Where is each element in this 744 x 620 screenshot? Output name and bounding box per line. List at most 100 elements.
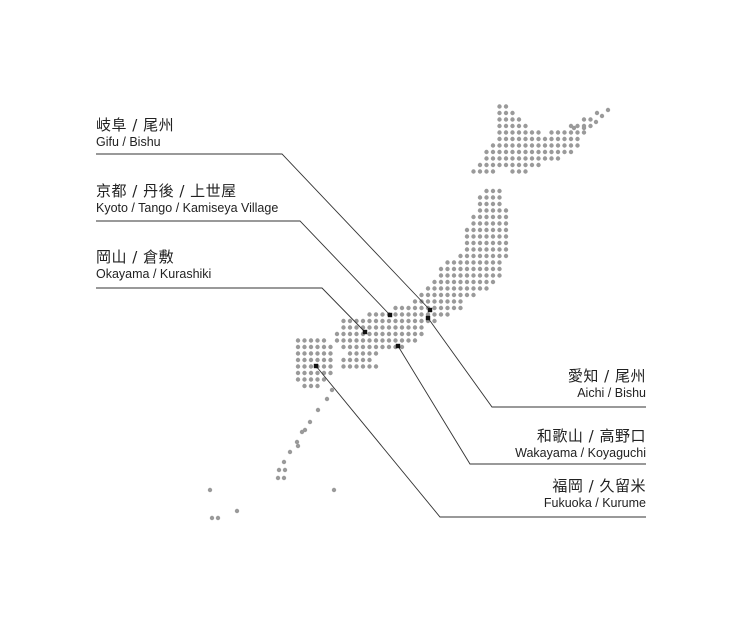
- map-dot: [380, 318, 385, 324]
- map-dot: [432, 279, 437, 285]
- map-dot: [458, 260, 463, 265]
- map-dot: [562, 130, 567, 135]
- map-dot: [347, 331, 353, 337]
- map-dot: [484, 162, 489, 168]
- map-dot: [295, 364, 301, 369]
- map-dot: [516, 143, 522, 148]
- map-dot: [321, 344, 327, 350]
- map-dot: [315, 377, 320, 382]
- map-dot: [484, 169, 489, 174]
- map-dot: [503, 143, 509, 148]
- map-dot: [399, 338, 405, 343]
- map-dot: [471, 279, 476, 285]
- map-dot: [503, 136, 509, 142]
- island-dot: [329, 387, 335, 393]
- map-dot: [315, 383, 320, 389]
- map-dot: [484, 279, 489, 285]
- map-dot: [354, 344, 359, 350]
- map-dot: [510, 123, 515, 129]
- map-dot: [503, 149, 509, 155]
- map-dot: [406, 331, 411, 337]
- map-dot: [302, 344, 307, 350]
- label-gifu-jp: 岐阜 / 尾州: [96, 116, 175, 134]
- map-dot: [497, 162, 502, 168]
- map-dot: [464, 227, 470, 233]
- map-dot: [477, 240, 483, 246]
- map-dot: [503, 110, 509, 116]
- map-dot: [581, 117, 587, 122]
- island-dot: [215, 515, 221, 521]
- map-dot: [555, 149, 561, 155]
- map-dot: [334, 338, 340, 343]
- map-dot: [568, 130, 574, 135]
- map-dot: [523, 136, 528, 142]
- map-dot: [373, 364, 379, 369]
- map-dot: [412, 305, 418, 311]
- map-dot: [490, 162, 496, 168]
- map-dot: [497, 227, 502, 233]
- map-dot: [380, 325, 385, 330]
- label-okayama-en: Okayama / Kurashiki: [96, 267, 212, 281]
- map-dot: [477, 266, 483, 272]
- label-okayama: 岡山 / 倉敷 Okayama / Kurashiki: [96, 248, 211, 282]
- map-dot: [425, 292, 431, 298]
- map-dot: [471, 214, 476, 220]
- island-dot: [209, 515, 215, 521]
- map-dot: [562, 136, 567, 142]
- map-dot: [575, 123, 580, 129]
- map-dot: [438, 305, 444, 311]
- map-dot: [471, 234, 476, 239]
- map-dot: [575, 130, 580, 135]
- map-dot: [308, 383, 314, 389]
- marker-aichi: [425, 315, 431, 321]
- map-dot: [464, 234, 470, 239]
- map-dot: [341, 325, 346, 330]
- map-dot: [484, 240, 489, 246]
- map-dot: [393, 312, 398, 317]
- map-dot: [412, 318, 418, 324]
- map-dot: [464, 279, 470, 285]
- map-dot: [529, 130, 535, 135]
- map-dot: [484, 156, 489, 161]
- map-dot: [588, 117, 593, 122]
- label-okayama-jp: 岡山 / 倉敷: [96, 248, 175, 266]
- map-dot: [523, 169, 528, 174]
- map-dot: [451, 292, 457, 298]
- map-dot: [367, 325, 372, 330]
- island-dot: [275, 475, 281, 481]
- map-dot: [477, 162, 483, 168]
- map-dot: [484, 214, 489, 220]
- map-dot: [347, 357, 353, 363]
- map-dot: [399, 325, 405, 330]
- island-dot: [281, 459, 287, 465]
- map-dot: [315, 357, 320, 363]
- map-dot: [419, 305, 424, 311]
- map-dot: [451, 286, 457, 291]
- map-dot: [445, 273, 450, 278]
- map-dot: [347, 325, 353, 330]
- map-dot: [412, 338, 418, 343]
- map-dot: [471, 253, 476, 259]
- map-dot: [542, 136, 548, 142]
- leader-line-wakayama: [397, 345, 646, 465]
- location-markers: [313, 307, 433, 369]
- map-dot: [497, 221, 502, 226]
- map-dot: [568, 143, 574, 148]
- map-dot: [295, 357, 301, 363]
- map-dot: [497, 234, 502, 239]
- map-dot: [341, 357, 346, 363]
- map-dot: [464, 240, 470, 246]
- map-dot: [347, 351, 353, 356]
- map-dot: [321, 377, 327, 382]
- map-dot: [497, 260, 502, 265]
- map-dot: [321, 338, 327, 343]
- map-dot: [445, 279, 450, 285]
- map-dot: [373, 338, 379, 343]
- map-dot: [497, 136, 502, 142]
- map-dot: [484, 260, 489, 265]
- map-dot: [471, 260, 476, 265]
- map-dot: [490, 221, 496, 226]
- map-dot: [464, 273, 470, 278]
- map-dot: [523, 149, 528, 155]
- map-dot: [497, 208, 502, 213]
